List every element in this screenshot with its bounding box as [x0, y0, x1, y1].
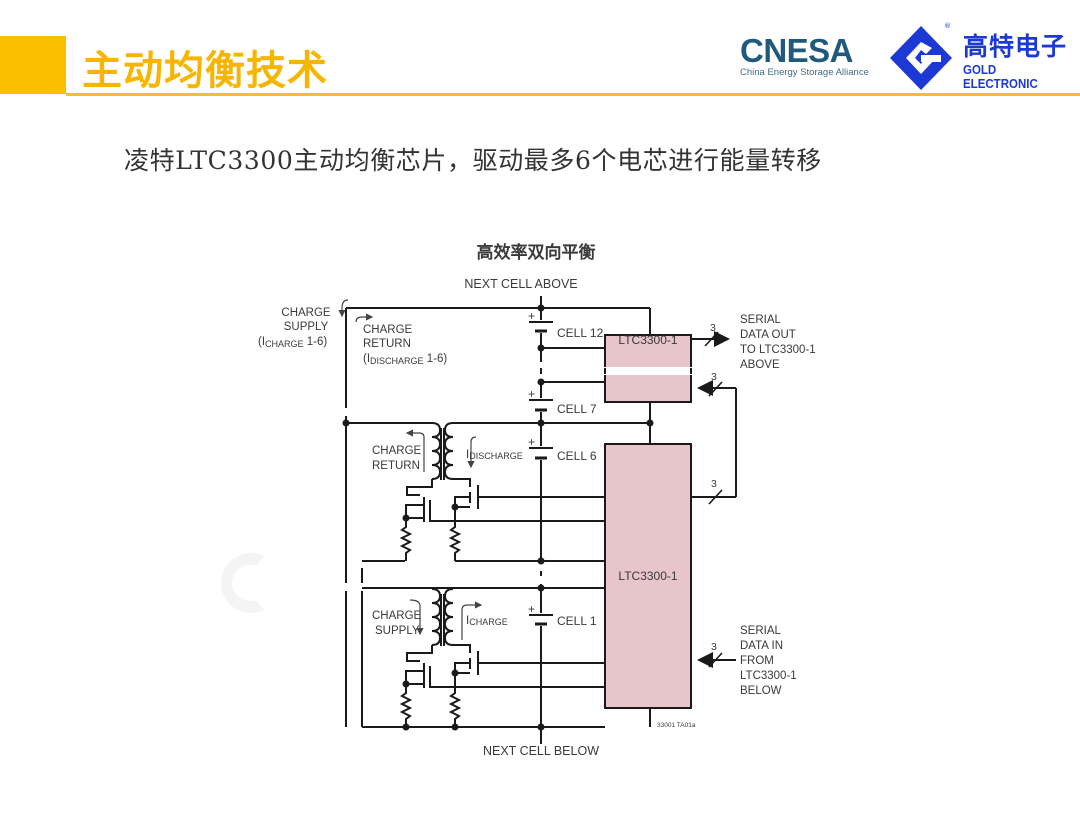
- cnesa-logo: CNESA China Energy Storage Alliance: [740, 32, 869, 78]
- charge-return-current: (IDISCHARGE 1-6): [363, 353, 447, 366]
- gold-electronic-name-en: GOLD ELECTRONIC: [963, 63, 1038, 91]
- polarity-marks: + + + +: [528, 309, 535, 616]
- svg-text:+: +: [528, 387, 535, 401]
- svg-text:+: +: [528, 602, 535, 616]
- cell-12-label: CELL 12: [557, 326, 604, 340]
- cell-7-label: CELL 7: [557, 402, 597, 416]
- svg-text:SERIAL: SERIAL: [740, 314, 782, 326]
- diagram-title: 高效率双向平衡: [477, 242, 596, 262]
- charge-return-arrow-icon: [355, 313, 374, 323]
- lower-stage-current: ICHARGE: [466, 615, 508, 627]
- figure-id: 33001 TA01a: [657, 722, 696, 729]
- slide-subtitle: 凌特LTC3300主动均衡芯片，驱动最多6个电芯进行能量转移: [124, 146, 822, 175]
- svg-text:+: +: [528, 309, 535, 323]
- battery-cells: [529, 321, 553, 626]
- bus-width-in: 3: [711, 641, 717, 653]
- header-divider: [66, 93, 1080, 96]
- charge-return-label-1: CHARGE: [363, 324, 413, 336]
- upper-stage-current: IDISCHARGE: [466, 449, 523, 461]
- chip-lower-label: LTC3300-1: [618, 569, 677, 583]
- chip-upper-label: LTC3300-1: [618, 333, 677, 347]
- svg-text:FROM: FROM: [740, 655, 774, 667]
- cnesa-logo-subtitle: China Energy Storage Alliance: [740, 67, 869, 78]
- registered-mark: ®: [944, 22, 951, 30]
- bus-width-lower-out: 3: [711, 478, 717, 490]
- svg-text:+: +: [528, 435, 535, 449]
- serial-data-in-label: SERIAL DATA IN FROM LTC3300-1 BELOW: [740, 625, 797, 697]
- circuit-wires: [345, 296, 737, 744]
- svg-text:DATA IN: DATA IN: [740, 640, 783, 652]
- discharge-flow-arrow-icon: [467, 436, 477, 469]
- svg-text:TO LTC3300-1: TO LTC3300-1: [740, 344, 816, 356]
- cell-6-label: CELL 6: [557, 449, 597, 463]
- bus-width-out: 3: [710, 322, 716, 334]
- watermark-icon: [220, 553, 264, 613]
- gold-electronic-logo-mark: [888, 24, 954, 96]
- page-title: 主动均衡技术: [82, 48, 328, 94]
- charge-return-label-2: RETURN: [363, 338, 411, 350]
- charge-flow-arrow-icon: [461, 601, 483, 640]
- charge-return-flow-arrow-icon: [405, 429, 425, 472]
- charge-supply-label-2: SUPPLY: [284, 321, 329, 333]
- serial-data-out-label: SERIAL DATA OUT TO LTC3300-1 ABOVE: [740, 314, 816, 371]
- chip-upper-break: [603, 367, 695, 375]
- charge-supply-arrow-icon: [338, 299, 349, 318]
- svg-text:ABOVE: ABOVE: [740, 359, 780, 371]
- transformers: [399, 422, 479, 727]
- upper-stage-label-1: CHARGE: [372, 445, 422, 457]
- gold-g-diamond-icon: [890, 26, 952, 90]
- gold-electronic-name-cn: 高特电子: [963, 32, 1068, 61]
- charge-supply-label-1: CHARGE: [281, 307, 331, 319]
- cell-1-label: CELL 1: [557, 614, 597, 628]
- header-accent-block: [0, 36, 66, 94]
- charge-supply-flow-arrow-icon: [409, 599, 424, 636]
- svg-text:SERIAL: SERIAL: [740, 625, 782, 637]
- upper-stage-label-2: RETURN: [372, 460, 420, 472]
- svg-text:LTC3300-1: LTC3300-1: [740, 670, 797, 682]
- next-cell-above-label: NEXT CELL ABOVE: [464, 277, 577, 291]
- bus-slash-marks: [704, 331, 723, 668]
- cnesa-logo-word: CNESA: [740, 32, 854, 69]
- svg-text:DATA OUT: DATA OUT: [740, 329, 796, 341]
- chip-lower: [604, 443, 692, 709]
- next-cell-below-label: NEXT CELL BELOW: [483, 744, 599, 758]
- lower-stage-label-1: CHARGE: [372, 610, 422, 622]
- svg-text:BELOW: BELOW: [740, 685, 782, 697]
- charge-supply-current: (ICHARGE 1-6): [258, 336, 327, 349]
- bus-width-upper-in: 3: [711, 371, 717, 383]
- lower-stage-label-2: SUPPLY: [375, 625, 420, 637]
